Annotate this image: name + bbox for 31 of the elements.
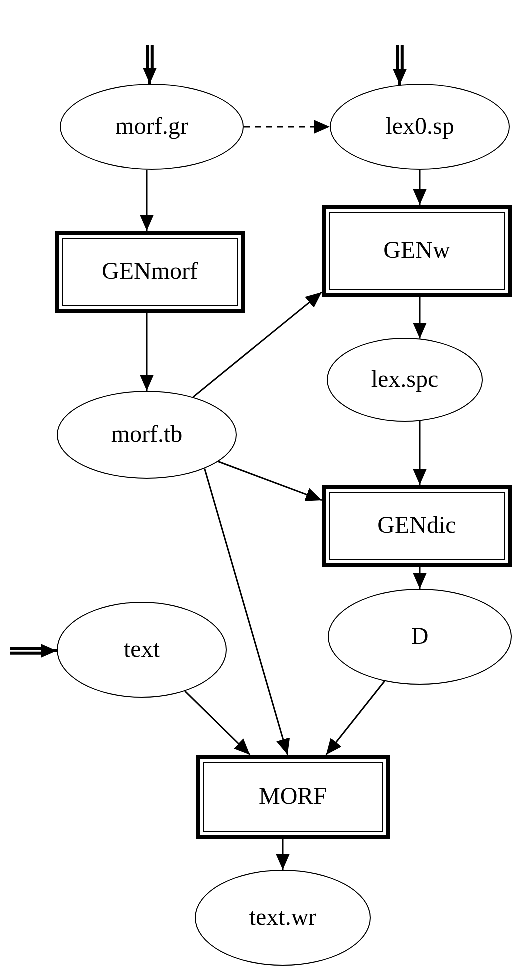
node-label: GENmorf <box>102 258 198 286</box>
process-box <box>196 755 390 839</box>
arrow <box>276 839 290 870</box>
arrow <box>204 468 290 756</box>
node-label: morf.gr <box>116 114 188 140</box>
process-box <box>322 205 512 297</box>
node-label: D <box>411 624 429 650</box>
node-label: lex.spc <box>371 366 439 394</box>
double-line-arrow <box>143 44 157 86</box>
arrow <box>192 292 322 398</box>
node-label: GENw <box>384 238 450 264</box>
arrow <box>413 170 427 205</box>
arrow <box>413 421 427 485</box>
dashed-arrow <box>244 120 330 134</box>
process-box <box>55 231 245 313</box>
arrow <box>413 297 427 339</box>
arrow <box>184 690 251 756</box>
node-label: lex0.sp <box>386 114 454 140</box>
double-line-arrow <box>8 644 59 658</box>
arrow <box>326 680 386 756</box>
node-label: morf.tb <box>111 422 183 448</box>
arrow <box>140 313 154 391</box>
arrow <box>218 461 322 502</box>
arrow <box>413 567 427 589</box>
arrow <box>140 170 154 231</box>
node-label: text <box>124 636 160 664</box>
double-line-arrow <box>393 44 407 87</box>
node-label: MORF <box>258 784 328 810</box>
node-label: text.wr <box>249 904 317 932</box>
node-label: GENdic <box>378 512 456 540</box>
process-box <box>322 485 512 567</box>
